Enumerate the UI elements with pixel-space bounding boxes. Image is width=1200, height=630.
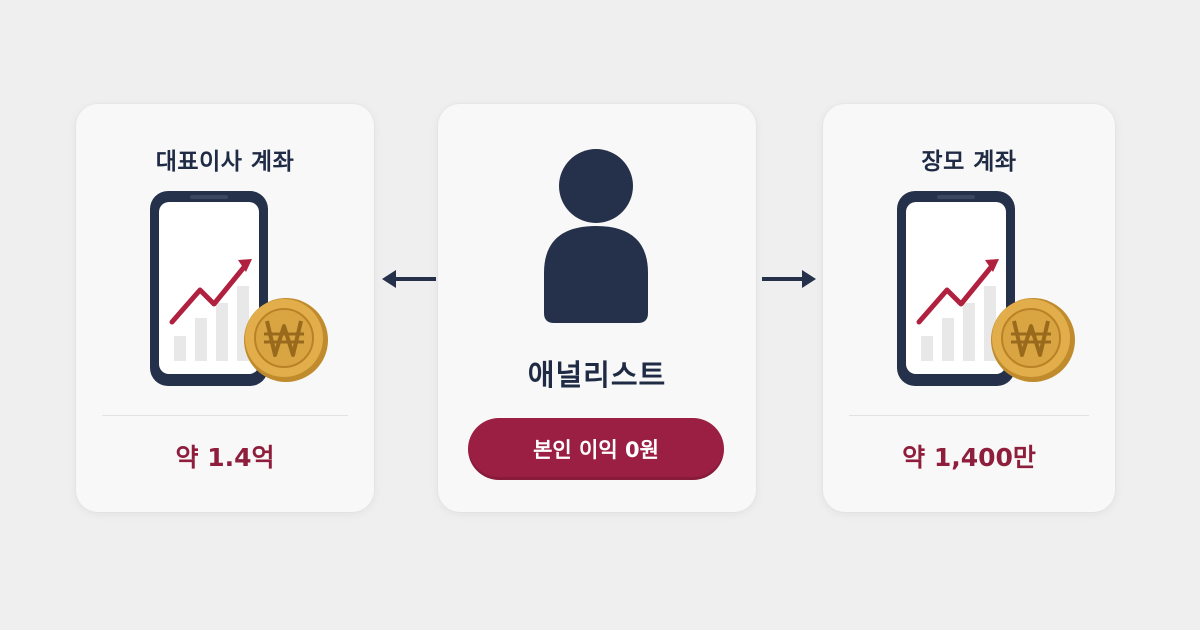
- analyst-label: 애널리스트: [527, 358, 667, 392]
- smartphone-chart-icon: [150, 191, 328, 386]
- profit-badge-text: 본인 이익 0원: [533, 438, 659, 462]
- ceo-account-amount: 약 1.4억: [175, 443, 275, 472]
- divider: [849, 415, 1089, 416]
- analyst-card: 애널리스트 본인 이익 0원: [438, 104, 756, 512]
- card-title: 대표이사 계좌: [155, 149, 295, 175]
- won-coin-icon: [244, 298, 328, 382]
- arrow-left-icon: [382, 270, 436, 288]
- ceo-account-card: 대표이사 계좌 약 1.4억: [76, 104, 374, 512]
- divider: [102, 415, 348, 416]
- card-title: 장모 계좌: [921, 149, 1017, 175]
- won-coin-icon: [991, 298, 1075, 382]
- arrow-right-icon: [762, 270, 816, 288]
- smartphone-chart-icon: [897, 191, 1075, 386]
- profit-badge: 본인 이익 0원: [468, 418, 724, 480]
- mother-in-law-account-amount: 약 1,400만: [902, 443, 1036, 472]
- mother-in-law-account-card: 장모 계좌 약 1,400만: [823, 104, 1115, 512]
- person-icon: [544, 149, 648, 323]
